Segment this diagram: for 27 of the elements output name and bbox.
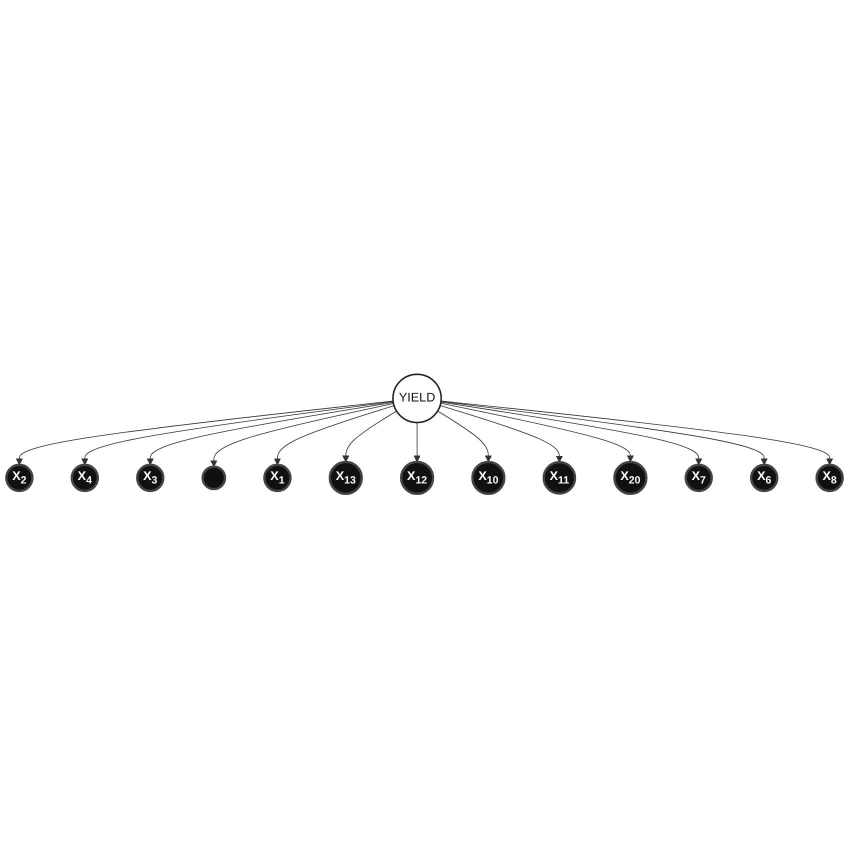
arrow [440,405,563,462]
node-circle: X$_{12}$ [400,460,434,495]
node-circle: YIELD [392,373,442,424]
node-circle: X$_{1}$ [263,464,292,492]
node-circle: X$_{2}$ [5,464,34,492]
arrow [414,422,421,462]
arrow [342,410,397,462]
node-circle: X$_{11}$ [542,460,576,495]
arrow [146,402,394,466]
node-circle: X$_{4}$ [70,464,100,492]
arrow [81,401,394,466]
node-circle: X$_{8}$ [815,464,844,492]
arrow [440,400,768,466]
node-circle: X$_{3}$ [136,464,164,492]
node-circle: X$_{13}$ [328,460,363,495]
node-circle: X$_{10}$ [471,460,506,495]
arrow [274,405,394,466]
arrow [440,402,634,462]
node-circle [202,465,226,490]
arrow [210,403,394,467]
node-circle: X$_{20}$ [613,460,648,495]
arrow [437,410,492,462]
node-circle: X$_{7}$ [684,464,713,492]
arrow [16,400,394,466]
arrow [440,400,834,466]
node-circle: X$_{6}$ [750,464,778,492]
arrow [440,402,702,466]
